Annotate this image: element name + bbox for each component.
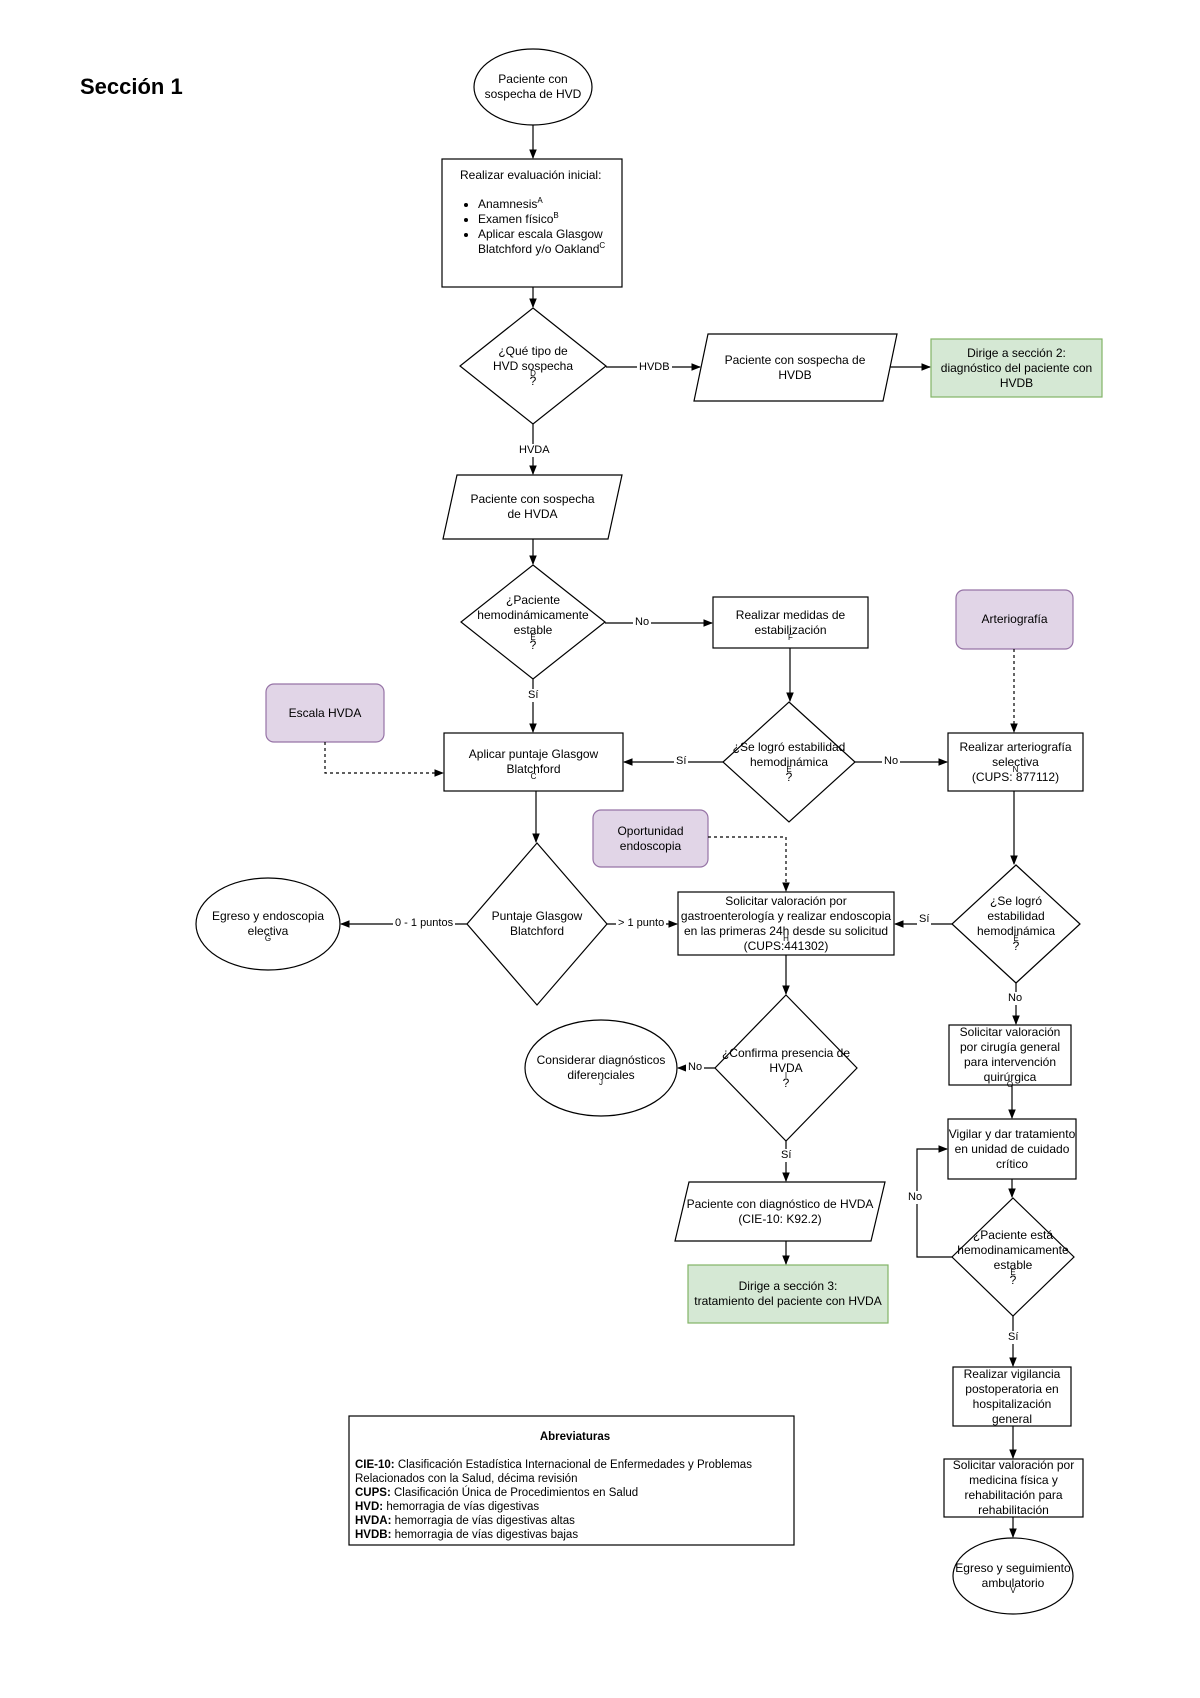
rehabilitation-request-label: Solicitar valoración por medicina física…	[952, 1458, 1075, 1517]
abbreviations-legend: Abreviaturas CIE-10: Clasificación Estad…	[355, 1430, 795, 1542]
initial-evaluation-list: Realizar evaluación inicial: AnamnesisA …	[460, 168, 622, 257]
list-item: Examen físicoB	[478, 212, 622, 227]
edge-label-si: Sí	[917, 913, 932, 926]
endoscopy-opportunity-reference	[592, 809, 709, 868]
list-item: Aplicar escala Glasgow Blatchford y/o Oa…	[478, 227, 622, 257]
edge-label-no: No	[633, 616, 652, 629]
glasgow-score-label: Puntaje Glasgow Blatchford	[491, 909, 583, 938]
postop-surveillance-box	[952, 1366, 1072, 1427]
endoscopy-request-label: Solicitar valoración por gastroenterolog…	[680, 893, 892, 953]
edge-label-no: No	[1006, 992, 1025, 1005]
abbreviations-title: Abreviaturas	[539, 1431, 611, 1443]
edge-label-no: No	[686, 1061, 705, 1074]
critical-care-box	[947, 1118, 1077, 1180]
list-item: AnamnesisA	[478, 197, 622, 212]
ambulatory-discharge-terminal	[952, 1537, 1074, 1615]
selective-arteriography-box	[947, 732, 1084, 792]
surgery-request-label: Solicitar valoración por cirugía general…	[959, 1025, 1061, 1089]
edge-label-zero-one: 0 - 1 puntos	[393, 917, 456, 930]
differential-diagnosis-terminal	[524, 1019, 678, 1117]
edge-label-si: Sí	[1006, 1331, 1021, 1344]
stable-2-label: ¿Paciente está hemodinamicamente estable…	[957, 1228, 1069, 1287]
edge-label-si: Sí	[779, 1149, 794, 1162]
edge-label-more-than-one: > 1 punto	[616, 917, 667, 930]
start-label: Paciente con sospecha de HVD	[484, 72, 582, 101]
hvda-diagnosis-label: Paciente con diagnóstico de HVDA (CIE-10…	[686, 1196, 874, 1226]
section-2-box	[930, 338, 1103, 398]
elective-discharge-terminal	[195, 877, 341, 971]
apply-glasgow-box	[443, 732, 624, 792]
list-item: CUPS: Clasificación Única de Procedimien…	[355, 1487, 639, 1499]
edge-label-no: No	[906, 1191, 925, 1204]
section-2-label: Dirige a sección 2: diagnóstico del paci…	[940, 345, 1093, 390]
hvda-suspect-io	[442, 474, 623, 540]
glasgow-score-decision	[466, 842, 608, 1006]
endoscopy-request-box	[677, 891, 895, 956]
edge-label-si: Sí	[526, 689, 541, 702]
edge-label-no: No	[882, 755, 901, 768]
list-item: CIE-10: Clasificación Estadística Intern…	[355, 1459, 752, 1485]
hvda-scale-reference-label: Escala HVDA	[288, 705, 362, 720]
edge-label-si: Sí	[674, 755, 689, 768]
postop-surveillance-label: Realizar vigilancia postoperatoria en ho…	[963, 1366, 1061, 1426]
edge-opportunity-ref	[708, 836, 790, 892]
hvda-diagnosis-io	[674, 1181, 886, 1242]
section-3-label: Dirige a sección 3: tratamiento del paci…	[694, 1279, 882, 1308]
initial-evaluation-box	[441, 158, 623, 288]
stabilization-box	[712, 596, 869, 649]
initial-evaluation-title: Realizar evaluación inicial:	[460, 168, 602, 182]
page-title: Sección 1	[80, 74, 183, 99]
abbreviations-box	[348, 1415, 795, 1546]
hvdb-suspect-label: Paciente con sospecha de HVDB	[724, 352, 866, 382]
edge-label-hvdb: HVDB	[637, 361, 672, 374]
list-item: HVDA: hemorragia de vías digestivas alta…	[355, 1515, 575, 1527]
stability-achieved-decision	[722, 701, 856, 823]
endoscopy-opportunity-reference-label: Oportunidad endoscopia	[617, 823, 684, 853]
edge-label-hvda: HVDA	[517, 444, 552, 457]
surgery-request-box	[948, 1024, 1072, 1086]
list-item: HVD: hemorragia de vías digestivas	[355, 1501, 540, 1513]
section-3-box	[687, 1264, 889, 1324]
arteriography-reference-label: Arteriografía	[981, 612, 1048, 626]
critical-care-label: Vigilar y dar tratamiento en unidad de c…	[948, 1126, 1076, 1171]
hvda-suspect-label: Paciente con sospecha de HVDA	[470, 492, 595, 521]
list-item: HVDB: hemorragia de vías digestivas baja…	[355, 1529, 579, 1541]
hvdb-suspect-io	[693, 333, 898, 402]
edge-hvda-scale-ref	[324, 742, 444, 777]
